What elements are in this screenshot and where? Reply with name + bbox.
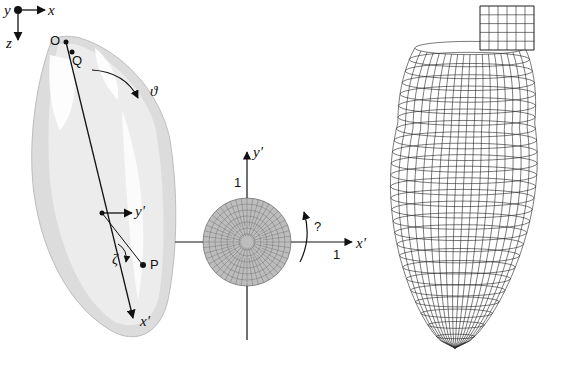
axis-label: x' <box>140 314 150 329</box>
axis-label: ζ <box>112 252 118 267</box>
axis-label: ? <box>314 220 321 233</box>
axis-label: x' <box>356 236 366 251</box>
axis-label: P <box>150 258 159 271</box>
axis-label: y' <box>135 204 145 219</box>
axis-label: Q <box>72 54 82 67</box>
axis-label: x <box>48 3 55 18</box>
axis-label: 1 <box>333 248 340 261</box>
axis-label: O <box>50 34 60 47</box>
axis-label: y' <box>253 145 263 160</box>
axis-label: z <box>6 36 12 51</box>
axis-label: ϑ <box>150 84 157 99</box>
axis-label: y <box>4 3 11 18</box>
axis-label: 1 <box>234 176 241 189</box>
